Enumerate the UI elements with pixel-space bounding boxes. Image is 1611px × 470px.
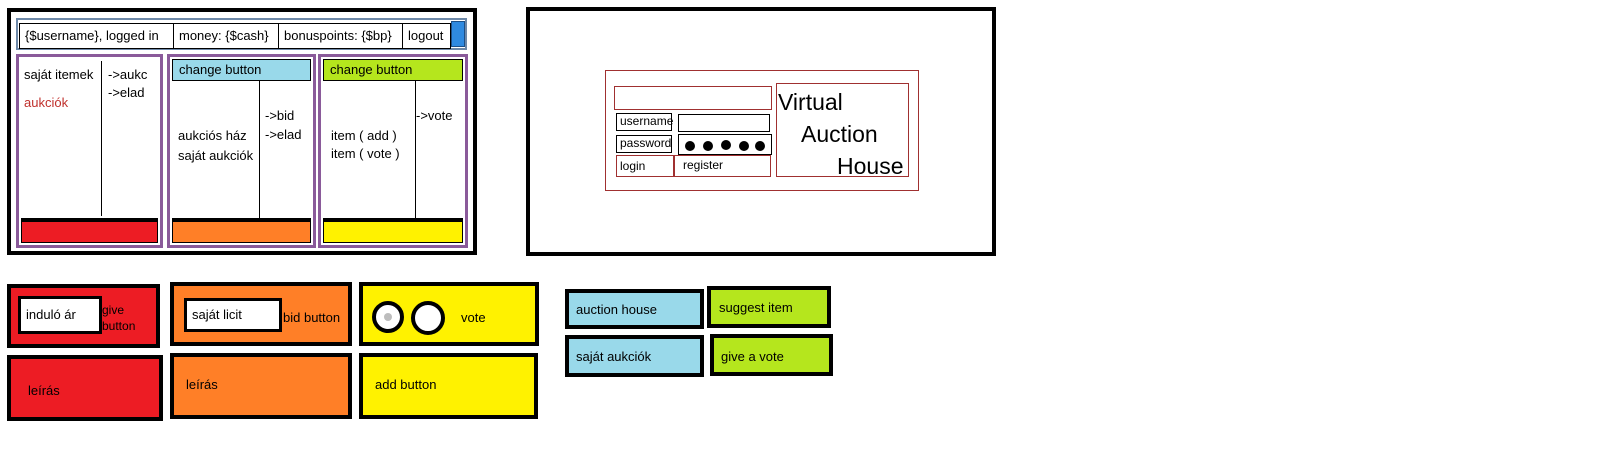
vote-label: vote xyxy=(461,310,486,325)
give-a-vote-button[interactable]: give a vote xyxy=(710,334,833,376)
yellow-vote-panel: vote xyxy=(359,282,539,346)
vote-radio-selected[interactable] xyxy=(372,301,404,333)
top-bar: {$username}, logged in money: {$cash} bo… xyxy=(16,18,467,50)
title-line-1: Virtual xyxy=(778,89,843,115)
red-give-panel: induló ár give button xyxy=(7,284,160,348)
logout-button[interactable]: logout xyxy=(402,23,451,49)
panel-my-items: saját itemek aukciók ->aukc ->elad xyxy=(16,54,163,248)
auction-house-button[interactable]: auction house xyxy=(565,289,704,329)
orange-bid-panel: saját licit bid button xyxy=(170,282,352,346)
password-dot-icon xyxy=(721,140,731,150)
change-button[interactable]: change button xyxy=(323,59,463,81)
change-button[interactable]: change button xyxy=(172,59,311,81)
link-elad[interactable]: ->elad xyxy=(108,85,145,100)
login-button[interactable]: login xyxy=(616,155,674,177)
password-dot-icon xyxy=(739,141,749,151)
login-message-field xyxy=(614,86,772,110)
panel-auction-footer xyxy=(172,221,311,243)
register-button[interactable]: register xyxy=(674,155,771,177)
panel-vote-footer xyxy=(323,221,463,243)
password-dot-icon xyxy=(685,141,695,151)
money-display: money: {$cash} xyxy=(173,23,279,49)
password-dot-icon xyxy=(703,141,713,151)
give-a-vote-label: give a vote xyxy=(721,349,784,364)
user-status: {$username}, logged in xyxy=(19,23,174,49)
auction-house-label: auction house xyxy=(576,302,657,317)
leiras-label: leírás xyxy=(28,383,60,398)
nav-item-vote[interactable]: item ( vote ) xyxy=(331,146,400,161)
give-button[interactable]: give button xyxy=(102,303,136,333)
panel-auction: change button aukciós ház saját aukciók … xyxy=(167,54,316,248)
password-input[interactable] xyxy=(678,134,772,155)
password-dot-icon xyxy=(755,141,765,151)
link-vote[interactable]: ->vote xyxy=(416,108,453,123)
link-elad[interactable]: ->elad xyxy=(265,127,302,142)
add-button[interactable]: add button xyxy=(375,377,437,392)
indulo-ar-input[interactable]: induló ár xyxy=(18,296,102,334)
leiras-label: leírás xyxy=(186,377,218,392)
link-aukc[interactable]: ->aukc xyxy=(108,67,148,82)
bonuspoints-display: bonuspoints: {$bp} xyxy=(278,23,403,49)
nav-sajat-aukciok[interactable]: saját aukciók xyxy=(178,148,254,163)
bid-button[interactable]: bid button xyxy=(283,310,341,325)
nav-item-add[interactable]: item ( add ) xyxy=(331,128,397,143)
password-label: password xyxy=(616,135,672,153)
sajat-licit-input[interactable]: saját licit xyxy=(184,298,282,332)
sajat-aukciok-label: saját aukciók xyxy=(576,349,652,364)
title-line-2: Auction xyxy=(801,121,878,147)
login-box: username password login register Virtual… xyxy=(605,70,919,191)
nav-aukcios-haz[interactable]: aukciós ház xyxy=(178,128,247,143)
radio-dot-icon xyxy=(384,313,392,321)
sajat-aukciok-button[interactable]: saját aukciók xyxy=(565,335,704,377)
nav-sajat-itemek[interactable]: saját itemek xyxy=(24,67,94,82)
panel-vote: change button item ( add ) item ( vote )… xyxy=(318,54,468,248)
yellow-add-panel: add button xyxy=(359,353,538,419)
username-label: username xyxy=(616,113,673,131)
suggest-item-label: suggest item xyxy=(719,300,793,315)
title-line-3: House xyxy=(837,153,904,179)
panel-my-items-footer xyxy=(21,221,158,243)
red-description-panel: leírás xyxy=(7,355,163,421)
orange-description-panel: leírás xyxy=(170,353,352,419)
title-box: Virtual Auction House xyxy=(776,83,909,179)
vote-radio[interactable] xyxy=(411,301,445,335)
nav-aukciok[interactable]: aukciók xyxy=(24,95,69,110)
link-bid[interactable]: ->bid xyxy=(265,108,295,123)
topbar-scrollbar[interactable] xyxy=(451,21,465,47)
suggest-item-button[interactable]: suggest item xyxy=(707,286,831,328)
username-input[interactable] xyxy=(678,114,770,132)
